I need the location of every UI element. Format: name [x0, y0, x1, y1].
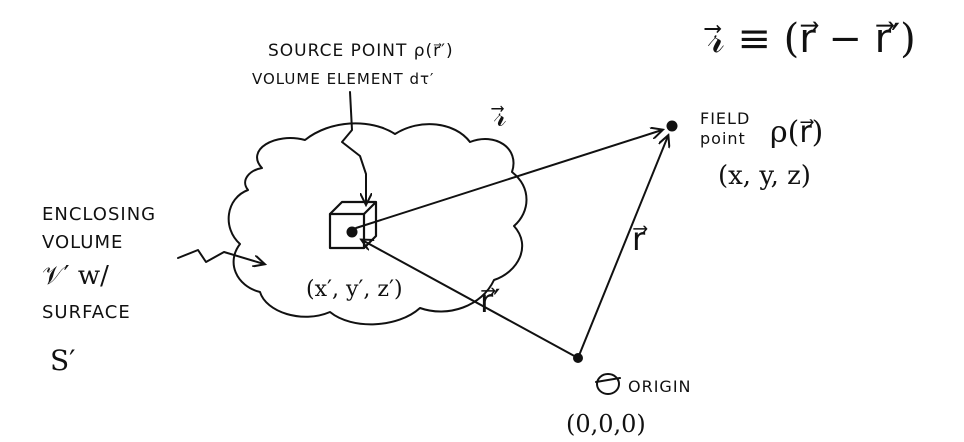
- source-point-label: SOURCE POINT ρ(r⃗′): [268, 41, 454, 61]
- field-point-word2: point: [700, 129, 746, 148]
- enclosing-label-line5: S′: [50, 344, 76, 377]
- enclosing-label-line3: 𝒱′ w/: [42, 261, 109, 291]
- source-point-dot: [346, 226, 358, 238]
- source-coords-label: (x′, y′, z′): [306, 277, 403, 302]
- volume-element-label: VOLUME ELEMENT dτ′: [252, 70, 434, 88]
- enclosing-volume-blob: [227, 122, 528, 326]
- script-r-label: 𝓇⃗: [491, 99, 507, 134]
- r-vector-arrow: [577, 136, 668, 359]
- origin-coords-label: (0,0,0): [566, 410, 646, 438]
- field-point-symbol: ρ(r⃗): [770, 115, 823, 150]
- definition-equation: 𝓇⃗ ≡ (r⃗ − r⃗′): [704, 16, 916, 62]
- enclosing-volume-pointer: [177, 249, 264, 264]
- field-point-dot: [666, 120, 678, 132]
- r-label: r⃗: [632, 220, 648, 258]
- enclosing-label-line4: SURFACE: [42, 302, 131, 323]
- field-point-coords: (x, y, z): [718, 161, 811, 191]
- source-label-pointer: [341, 91, 366, 204]
- enclosing-label-line1: ENCLOSING: [42, 204, 156, 225]
- r-prime-label: r⃗′: [480, 282, 500, 320]
- enclosing-label-line2: VOLUME: [42, 232, 123, 253]
- field-point-word1: FIELD: [700, 109, 750, 128]
- script-r-vector-arrow: [355, 130, 662, 229]
- origin-symbol: [595, 373, 621, 395]
- r-prime-vector-arrow: [362, 240, 579, 359]
- origin-label: ORIGIN: [628, 377, 692, 396]
- volume-element-cube: [328, 200, 378, 250]
